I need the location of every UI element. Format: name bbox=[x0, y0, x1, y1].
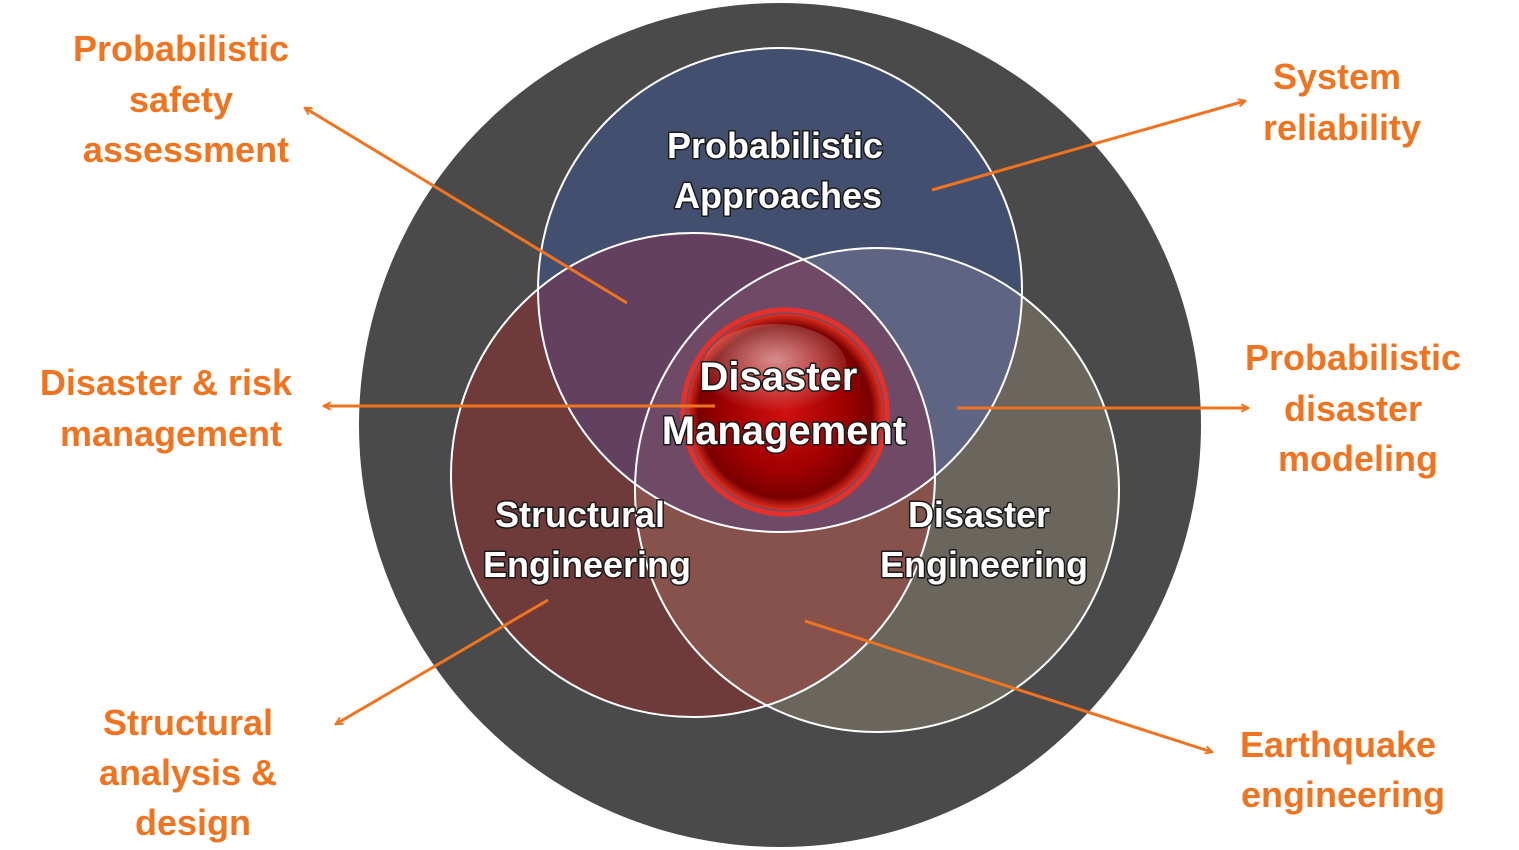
label-prob-safety-assessment: Probabilistic safety assessment bbox=[73, 28, 299, 170]
label-probabilistic-approaches: Probabilistic Approaches bbox=[667, 125, 893, 216]
label-system-reliability: System reliability bbox=[1263, 56, 1421, 148]
label-disaster-engineering: Disaster Engineering bbox=[880, 494, 1088, 585]
center-gloss bbox=[703, 324, 847, 412]
label-earthquake-engineering: Earthquake engineering bbox=[1240, 724, 1446, 815]
arrow-system-reliability bbox=[931, 101, 1245, 192]
label-prob-disaster-modeling: Probabilistic disaster modeling bbox=[1245, 337, 1471, 479]
label-structural-analysis-design: Structural analysis & design bbox=[99, 702, 287, 843]
outline-structural bbox=[450, 232, 936, 718]
label-disaster-risk-management: Disaster & risk management bbox=[40, 362, 302, 454]
center-glow bbox=[680, 307, 890, 517]
arrow-structural-analysis bbox=[336, 598, 549, 724]
arrow-earthquake bbox=[804, 619, 1212, 752]
arrow-prob-safety bbox=[305, 108, 628, 305]
label-disaster-management: Disaster Management bbox=[662, 355, 907, 453]
label-structural-engineering: Structural Engineering bbox=[483, 494, 691, 585]
outline-disaster-engineering bbox=[634, 247, 1120, 733]
